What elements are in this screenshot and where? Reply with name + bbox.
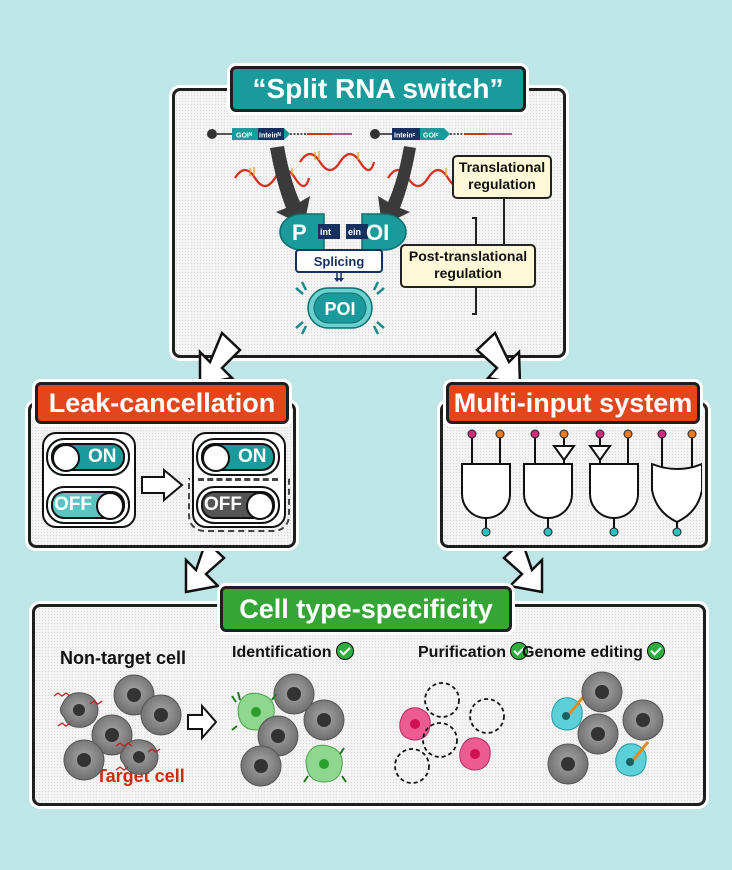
process-arrow-icon [187, 703, 218, 741]
split-protein-right: ein OI [346, 213, 407, 251]
off-switch-cancelled[interactable]: OFF [196, 486, 280, 524]
logic-gate-or [651, 436, 702, 530]
cell-group-identification [231, 673, 347, 787]
arrow-to-cell-type-right [502, 538, 544, 594]
logic-gates [461, 429, 702, 537]
non-target-cell-label: Non-target cell [60, 648, 187, 668]
cell-group-purification [394, 682, 505, 784]
goi-c-label: GOIᶜ [423, 133, 439, 140]
leak-cancellation-title: Leak-cancellation [35, 382, 289, 424]
svg-text:POI: POI [324, 299, 355, 319]
identification-label: Identification [232, 642, 354, 662]
translation-arrow-right [378, 146, 416, 226]
check-icon [335, 642, 354, 660]
arrow-to-multi-input [475, 330, 522, 386]
dashed-off-outline [188, 478, 290, 532]
target-cell-label: Target cell [96, 766, 185, 786]
logic-gate-and-not-a [588, 436, 639, 530]
logic-gate-and [461, 436, 511, 530]
svg-text:int: int [320, 227, 331, 237]
translation-arrow-left [270, 146, 310, 226]
translational-regulation-label: Translational regulation [452, 155, 552, 199]
cell-type-specificity-title: Cell type-specificity [220, 586, 512, 632]
multi-input-title: Multi-input system [446, 382, 700, 424]
on-switch-after[interactable]: ON [196, 438, 280, 476]
cell-group-before [53, 674, 182, 781]
target-cell-with-rna [115, 739, 161, 775]
input-nodes [467, 429, 697, 439]
check-icon [510, 642, 529, 660]
cell-illustrations [53, 671, 664, 787]
target-cell-with-rna [53, 692, 103, 728]
purification-label: Purification [418, 642, 529, 662]
logic-gate-and-not-b [523, 436, 576, 530]
svg-text:ein: ein [348, 227, 361, 237]
goi-n-label: GOIᴺ [236, 133, 252, 140]
split-rna-switch-title: “Split RNA switch” [230, 66, 526, 112]
poi-product: POI [295, 281, 385, 335]
on-switch-before[interactable]: ON [46, 438, 130, 476]
intein-c-label: Inteinᶜ [394, 133, 416, 140]
transition-arrow-icon [141, 468, 184, 502]
split-protein-left: P int [279, 213, 340, 251]
off-switch-leaky[interactable]: OFF [46, 486, 130, 524]
genome-editing-label: Genome editing [522, 642, 665, 662]
construct-right: Inteinᶜ GOIᶜ [370, 128, 512, 140]
svg-text:P: P [292, 220, 307, 245]
arrow-to-leak-cancellation [198, 330, 242, 386]
split-rna-diagram: GOIᴺ Inteinᴺ Inteinᶜ GOIᶜ P int [207, 128, 512, 335]
cell-group-genome-editing [547, 671, 664, 785]
dashed-divider [198, 478, 278, 481]
output-nodes [481, 527, 682, 537]
splicing-box [295, 249, 383, 273]
construct-left: GOIᴺ Inteinᴺ [207, 128, 352, 140]
post-translational-regulation-label: Post-translational regulation [400, 244, 536, 288]
arrow-to-cell-type-left [184, 538, 226, 594]
svg-text:OI: OI [366, 220, 389, 245]
check-icon [646, 642, 665, 660]
intein-n-label: Inteinᴺ [259, 133, 281, 140]
splicing-label: Splicing [314, 254, 365, 269]
